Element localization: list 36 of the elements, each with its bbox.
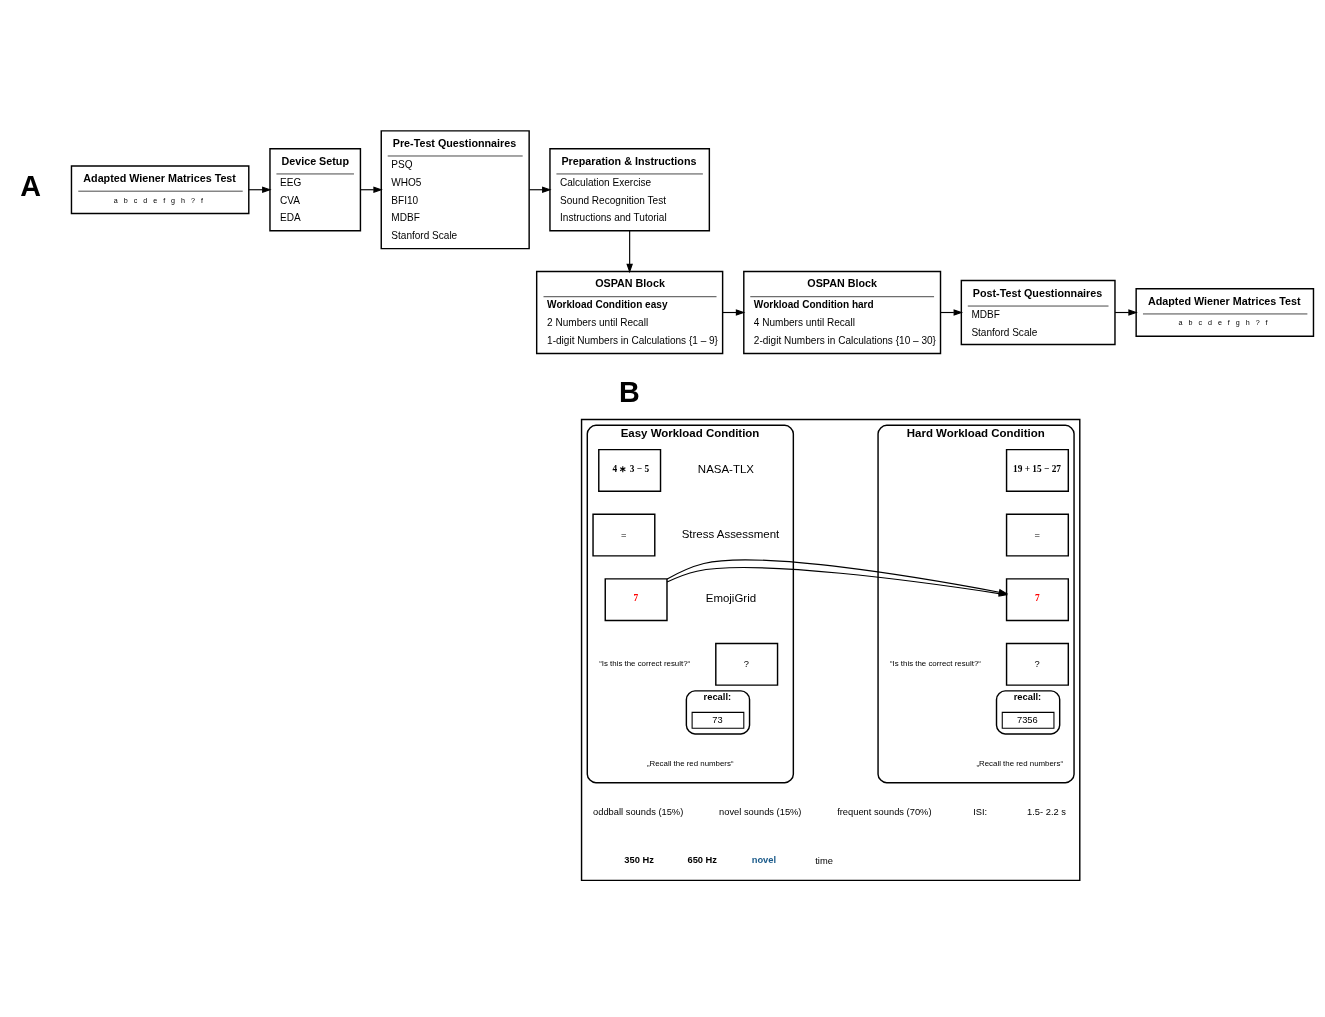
label: 650 Hz bbox=[687, 855, 718, 866]
node-box: 73 bbox=[691, 711, 745, 729]
node-box: 7 bbox=[1005, 578, 1070, 622]
label: NASA-TLX bbox=[697, 463, 754, 476]
label: 1.5- 2.2 s bbox=[1027, 807, 1066, 818]
node-box: 7356 bbox=[1001, 711, 1055, 729]
node-label: “Is this the correct result?“ bbox=[889, 659, 981, 669]
label: Stress Assessment bbox=[681, 527, 780, 540]
node-box: Post-Test Questionnaires MDBF Stanford Scale bbox=[960, 279, 1116, 346]
node-box: Pre-Test Questionnaires PSQ WHO5 BFI10 MDBF Stanford Scale bbox=[380, 130, 530, 250]
node-box: OSPAN Block Workload Condition easy 2 Numbers until Recall 1-digit Numbers in Calculations {1 – 9} bbox=[535, 270, 724, 355]
node-box: 4 ∗ 3 − 5 bbox=[598, 448, 662, 492]
node-box: 19 + 15 − 27 bbox=[1005, 448, 1070, 492]
label: novel sounds (15%) bbox=[719, 807, 802, 818]
node-box: Preparation & Instructions Calculation Exercise Sound Recognition Test Instructions and Tutorial bbox=[549, 148, 711, 232]
label: novel bbox=[751, 855, 777, 866]
label: 350 Hz bbox=[624, 855, 654, 866]
label: time bbox=[815, 856, 833, 867]
node-label: “Is this the correct result?“ bbox=[599, 659, 691, 669]
node-box: Device Setup EEG CVA EDA bbox=[269, 148, 362, 232]
node-label: „Recall the red numbers“ bbox=[976, 759, 1064, 769]
cluster bbox=[580, 418, 1081, 882]
label: ISI: bbox=[973, 807, 988, 818]
label: oddball sounds (15%) bbox=[593, 807, 684, 818]
arrow bbox=[626, 230, 633, 274]
label: B bbox=[618, 375, 640, 408]
node-box: ? bbox=[715, 642, 779, 686]
node-box: = bbox=[592, 513, 656, 557]
node-box: ? bbox=[1005, 642, 1070, 686]
node-box: 7 bbox=[604, 578, 668, 622]
label: frequent sounds (70%) bbox=[837, 807, 932, 818]
node-label: „Recall the red numbers“ bbox=[646, 759, 734, 769]
node-box: = bbox=[1005, 513, 1070, 557]
label: A bbox=[20, 170, 41, 203]
label: EmojiGrid bbox=[705, 592, 757, 605]
node-box: OSPAN Block Workload Condition hard 4 Numbers until Recall 2-digit Numbers in Calculations {10 – 30} bbox=[743, 270, 942, 355]
